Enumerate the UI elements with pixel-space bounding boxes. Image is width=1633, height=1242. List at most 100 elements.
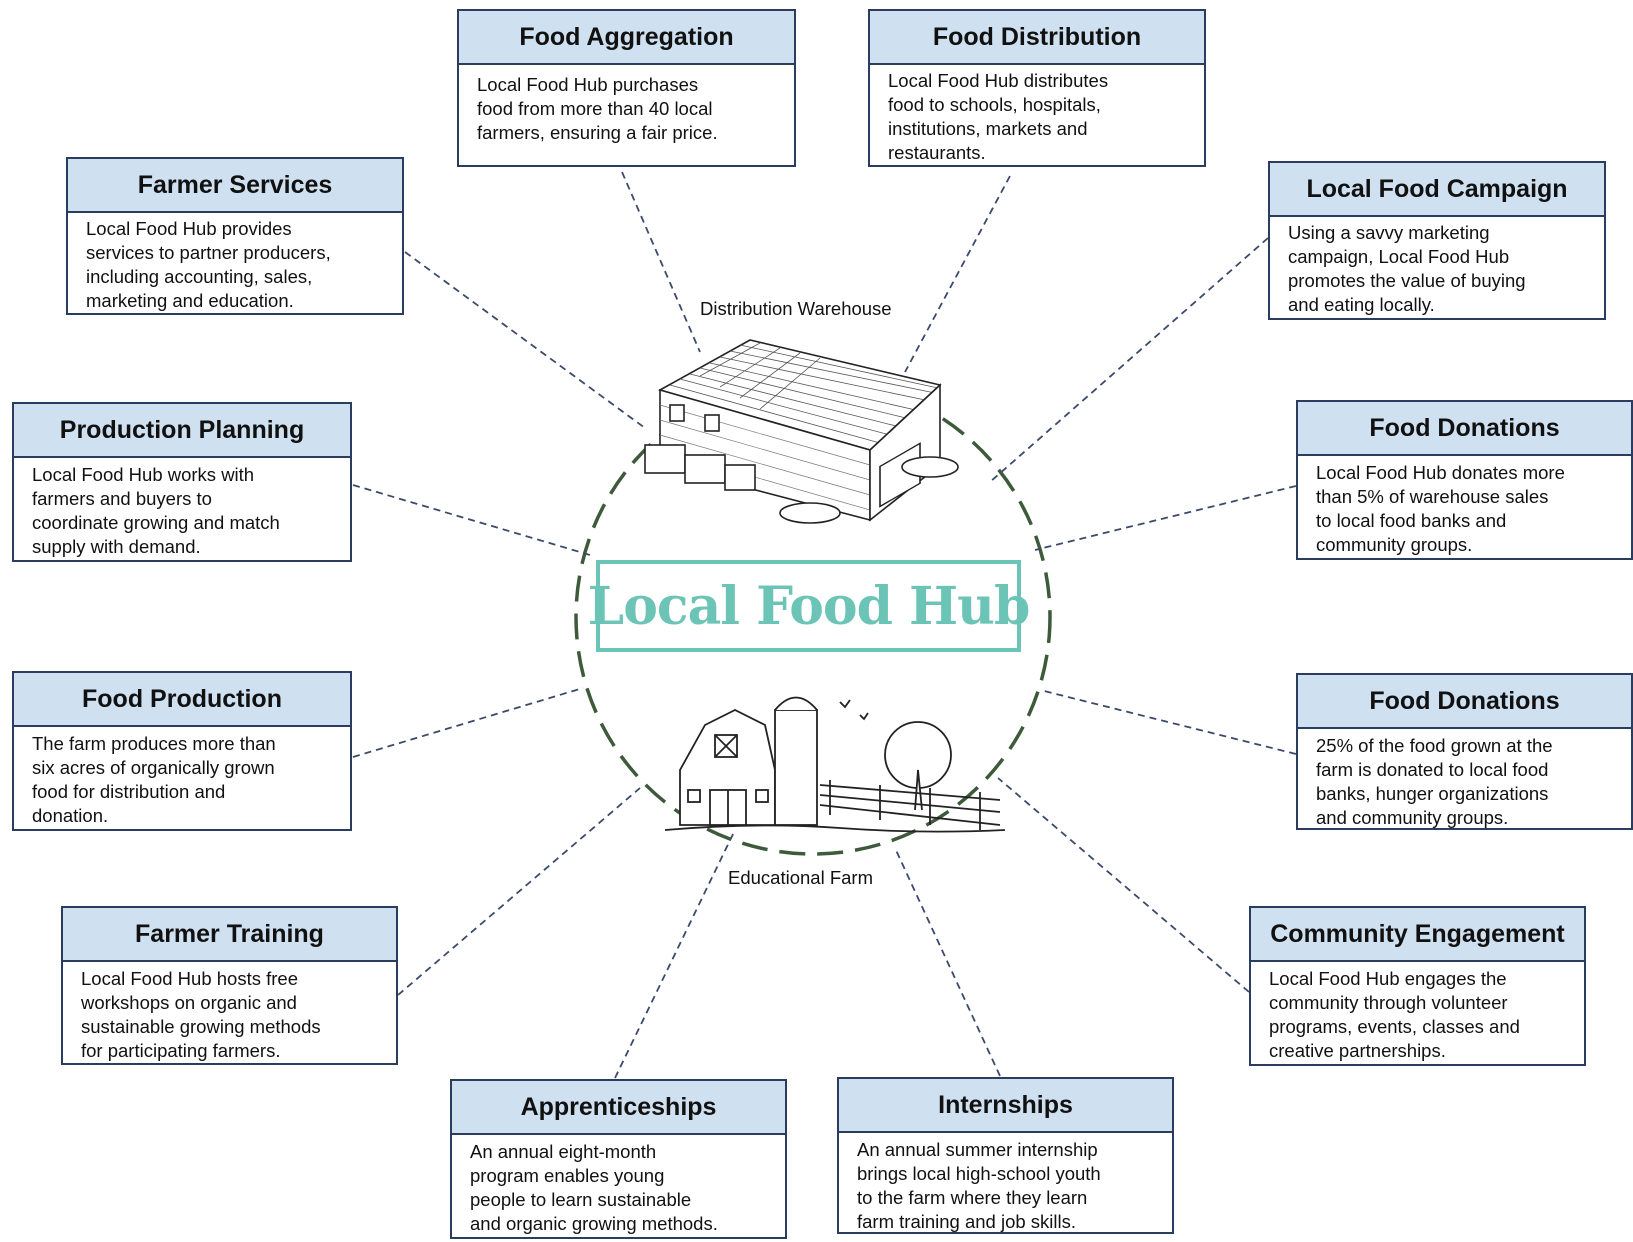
box-line: and community groups. [1316,807,1509,828]
food-distribution-box: Food Distribution Local Food Hub distrib… [868,9,1206,167]
box-line: to the farm where they learn [857,1187,1088,1208]
food-production-box: Food Production The farm produces more t… [12,671,352,831]
box-line: Local Food Hub engages the [1269,968,1507,989]
box-line: Local Food Hub distributes [888,70,1109,91]
box-title: Internships [839,1079,1172,1133]
box-title: Production Planning [14,404,350,458]
farmer-training-box: Farmer Training Local Food Hub hosts fre… [61,906,398,1065]
box-line: campaign, Local Food Hub [1288,246,1510,267]
box-line: farmers, ensuring a fair price. [477,122,718,143]
box-line: banks, hunger organizations [1316,783,1549,804]
connector-internships [894,847,1001,1077]
box-title: Community Engagement [1251,908,1584,962]
connector-farmer-training [397,787,641,996]
box-title: Food Donations [1298,675,1631,729]
box-body: Local Food Hub donates more than 5% of w… [1298,456,1631,563]
box-body: Local Food Hub works with farmers and bu… [14,458,350,565]
food-donations-warehouse-box: Food Donations Local Food Hub donates mo… [1296,400,1633,560]
box-line: Local Food Hub provides [86,218,292,239]
connector-farmer-services [404,251,646,429]
box-line: farmers and buyers to [32,488,212,509]
box-title: Local Food Campaign [1270,163,1604,217]
box-body: The farm produces more than six acres of… [14,727,350,834]
box-title: Food Aggregation [459,11,794,65]
box-line: programs, events, classes and [1269,1016,1520,1037]
box-title: Food Production [14,673,350,727]
box-body: An annual summer internship brings local… [839,1133,1172,1240]
local-food-hub-logo: Local Food Hub [588,560,1030,652]
box-line: An annual summer internship [857,1139,1098,1160]
food-aggregation-box: Food Aggregation Local Food Hub purchase… [457,9,796,167]
box-line: community groups. [1316,534,1473,555]
box-line: services to partner producers, [86,242,331,263]
box-line: than 5% of warehouse sales [1316,486,1549,507]
box-line: An annual eight-month [470,1141,657,1162]
warehouse-icon [644,339,959,524]
box-line: creative partnerships. [1269,1040,1446,1061]
distribution-warehouse-label: Distribution Warehouse [700,298,892,319]
box-line: food for distribution and [32,781,226,802]
internships-box: Internships An annual summer internship … [837,1077,1174,1234]
box-line: and eating locally. [1288,294,1435,315]
box-title: Farmer Training [63,908,396,962]
box-line: marketing and education. [86,290,294,311]
box-line: community through volunteer [1269,992,1508,1013]
box-line: Local Food Hub works with [32,464,255,485]
connector-community-engagement [997,777,1250,993]
connector-food-donations-farm [1039,689,1297,755]
connector-apprenticeships [614,829,736,1079]
box-line: for participating farmers. [81,1040,281,1061]
box-body: Local Food Hub hosts free workshops on o… [63,962,396,1069]
box-line: 25% of the food grown at the [1316,735,1553,756]
box-line: restaurants. [888,142,986,163]
box-body: Local Food Hub provides services to part… [68,213,402,319]
box-line: Using a savvy marketing [1288,222,1490,243]
connector-production-planning [352,484,591,556]
box-line: farm is donated to local food [1316,759,1549,780]
box-line: workshops on organic and [81,992,297,1013]
connector-local-food-campaign [989,237,1269,483]
box-line: Local Food Hub purchases [477,74,699,95]
box-body: An annual eight-month program enables yo… [452,1135,785,1242]
box-line: people to learn sustainable [470,1189,692,1210]
connector-food-distribution [904,175,1011,373]
box-line: food to schools, hospitals, [888,94,1101,115]
box-title: Food Donations [1298,402,1631,456]
food-donations-farm-box: Food Donations 25% of the food grown at … [1296,673,1633,830]
box-line: farm training and job skills. [857,1211,1077,1232]
box-line: coordinate growing and match [32,512,280,533]
box-line: sustainable growing methods [81,1016,321,1037]
box-title: Apprenticeships [452,1081,785,1135]
connector-food-production [352,687,584,758]
box-line: program enables young [470,1165,665,1186]
box-line: and organic growing methods. [470,1213,718,1234]
box-line: Local Food Hub hosts free [81,968,298,989]
production-planning-box: Production Planning Local Food Hub works… [12,402,352,562]
box-line: institutions, markets and [888,118,1088,139]
box-line: food from more than 40 local [477,98,713,119]
logo-text: Local Food Hub [587,575,1031,637]
community-engagement-box: Community Engagement Local Food Hub enga… [1249,906,1586,1066]
box-line: six acres of organically grown [32,757,275,778]
box-body: Local Food Hub engages the community thr… [1251,962,1584,1069]
educational-farm-label: Educational Farm [728,867,873,888]
local-food-campaign-box: Local Food Campaign Using a savvy market… [1268,161,1606,320]
apprenticeships-box: Apprenticeships An annual eight-month pr… [450,1079,787,1239]
connector-food-aggregation [621,171,701,353]
box-body: Using a savvy marketing campaign, Local … [1270,217,1604,323]
connector-food-donations-warehouse [1034,485,1297,551]
box-body: Local Food Hub distributes food to schoo… [870,65,1204,171]
box-line: donation. [32,805,109,826]
box-line: to local food banks and [1316,510,1507,531]
box-body: Local Food Hub purchases food from more … [459,65,794,151]
box-line: supply with demand. [32,536,201,557]
box-line: promotes the value of buying [1288,270,1526,291]
box-line: Local Food Hub donates more [1316,462,1565,483]
barn-silo-farm-icon [664,696,1006,833]
box-line: including accounting, sales, [86,266,313,287]
farmer-services-box: Farmer Services Local Food Hub provides … [66,157,404,315]
box-line: brings local high-school youth [857,1163,1101,1184]
box-title: Food Distribution [870,11,1204,65]
box-title: Farmer Services [68,159,402,213]
